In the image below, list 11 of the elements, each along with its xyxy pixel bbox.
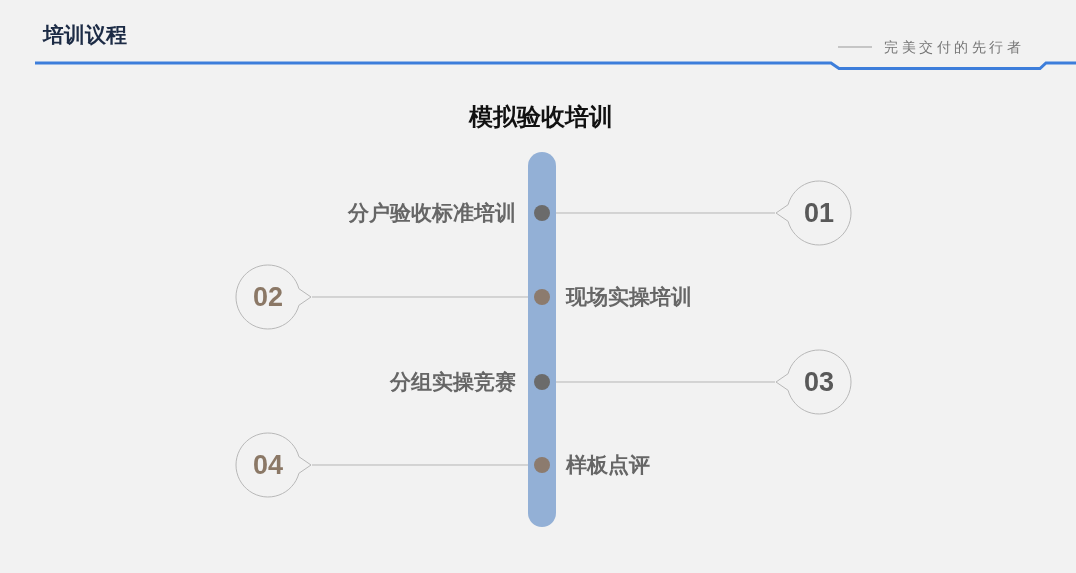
step-number: 02 bbox=[253, 282, 283, 312]
step-number: 01 bbox=[804, 198, 834, 228]
timeline-heading: 模拟验收培训 bbox=[469, 102, 613, 132]
step-number: 03 bbox=[804, 367, 834, 397]
agenda-item-label: 分户验收标准培训 bbox=[348, 200, 516, 226]
slogan-text: 完美交付的先行者 bbox=[884, 38, 1024, 56]
agenda-item-label: 分组实操竞赛 bbox=[390, 369, 516, 395]
step-number: 04 bbox=[253, 450, 283, 480]
page-title: 培训议程 bbox=[43, 22, 127, 48]
agenda-item-label: 样板点评 bbox=[566, 452, 650, 478]
agenda-item-label: 现场实操培训 bbox=[566, 284, 692, 310]
